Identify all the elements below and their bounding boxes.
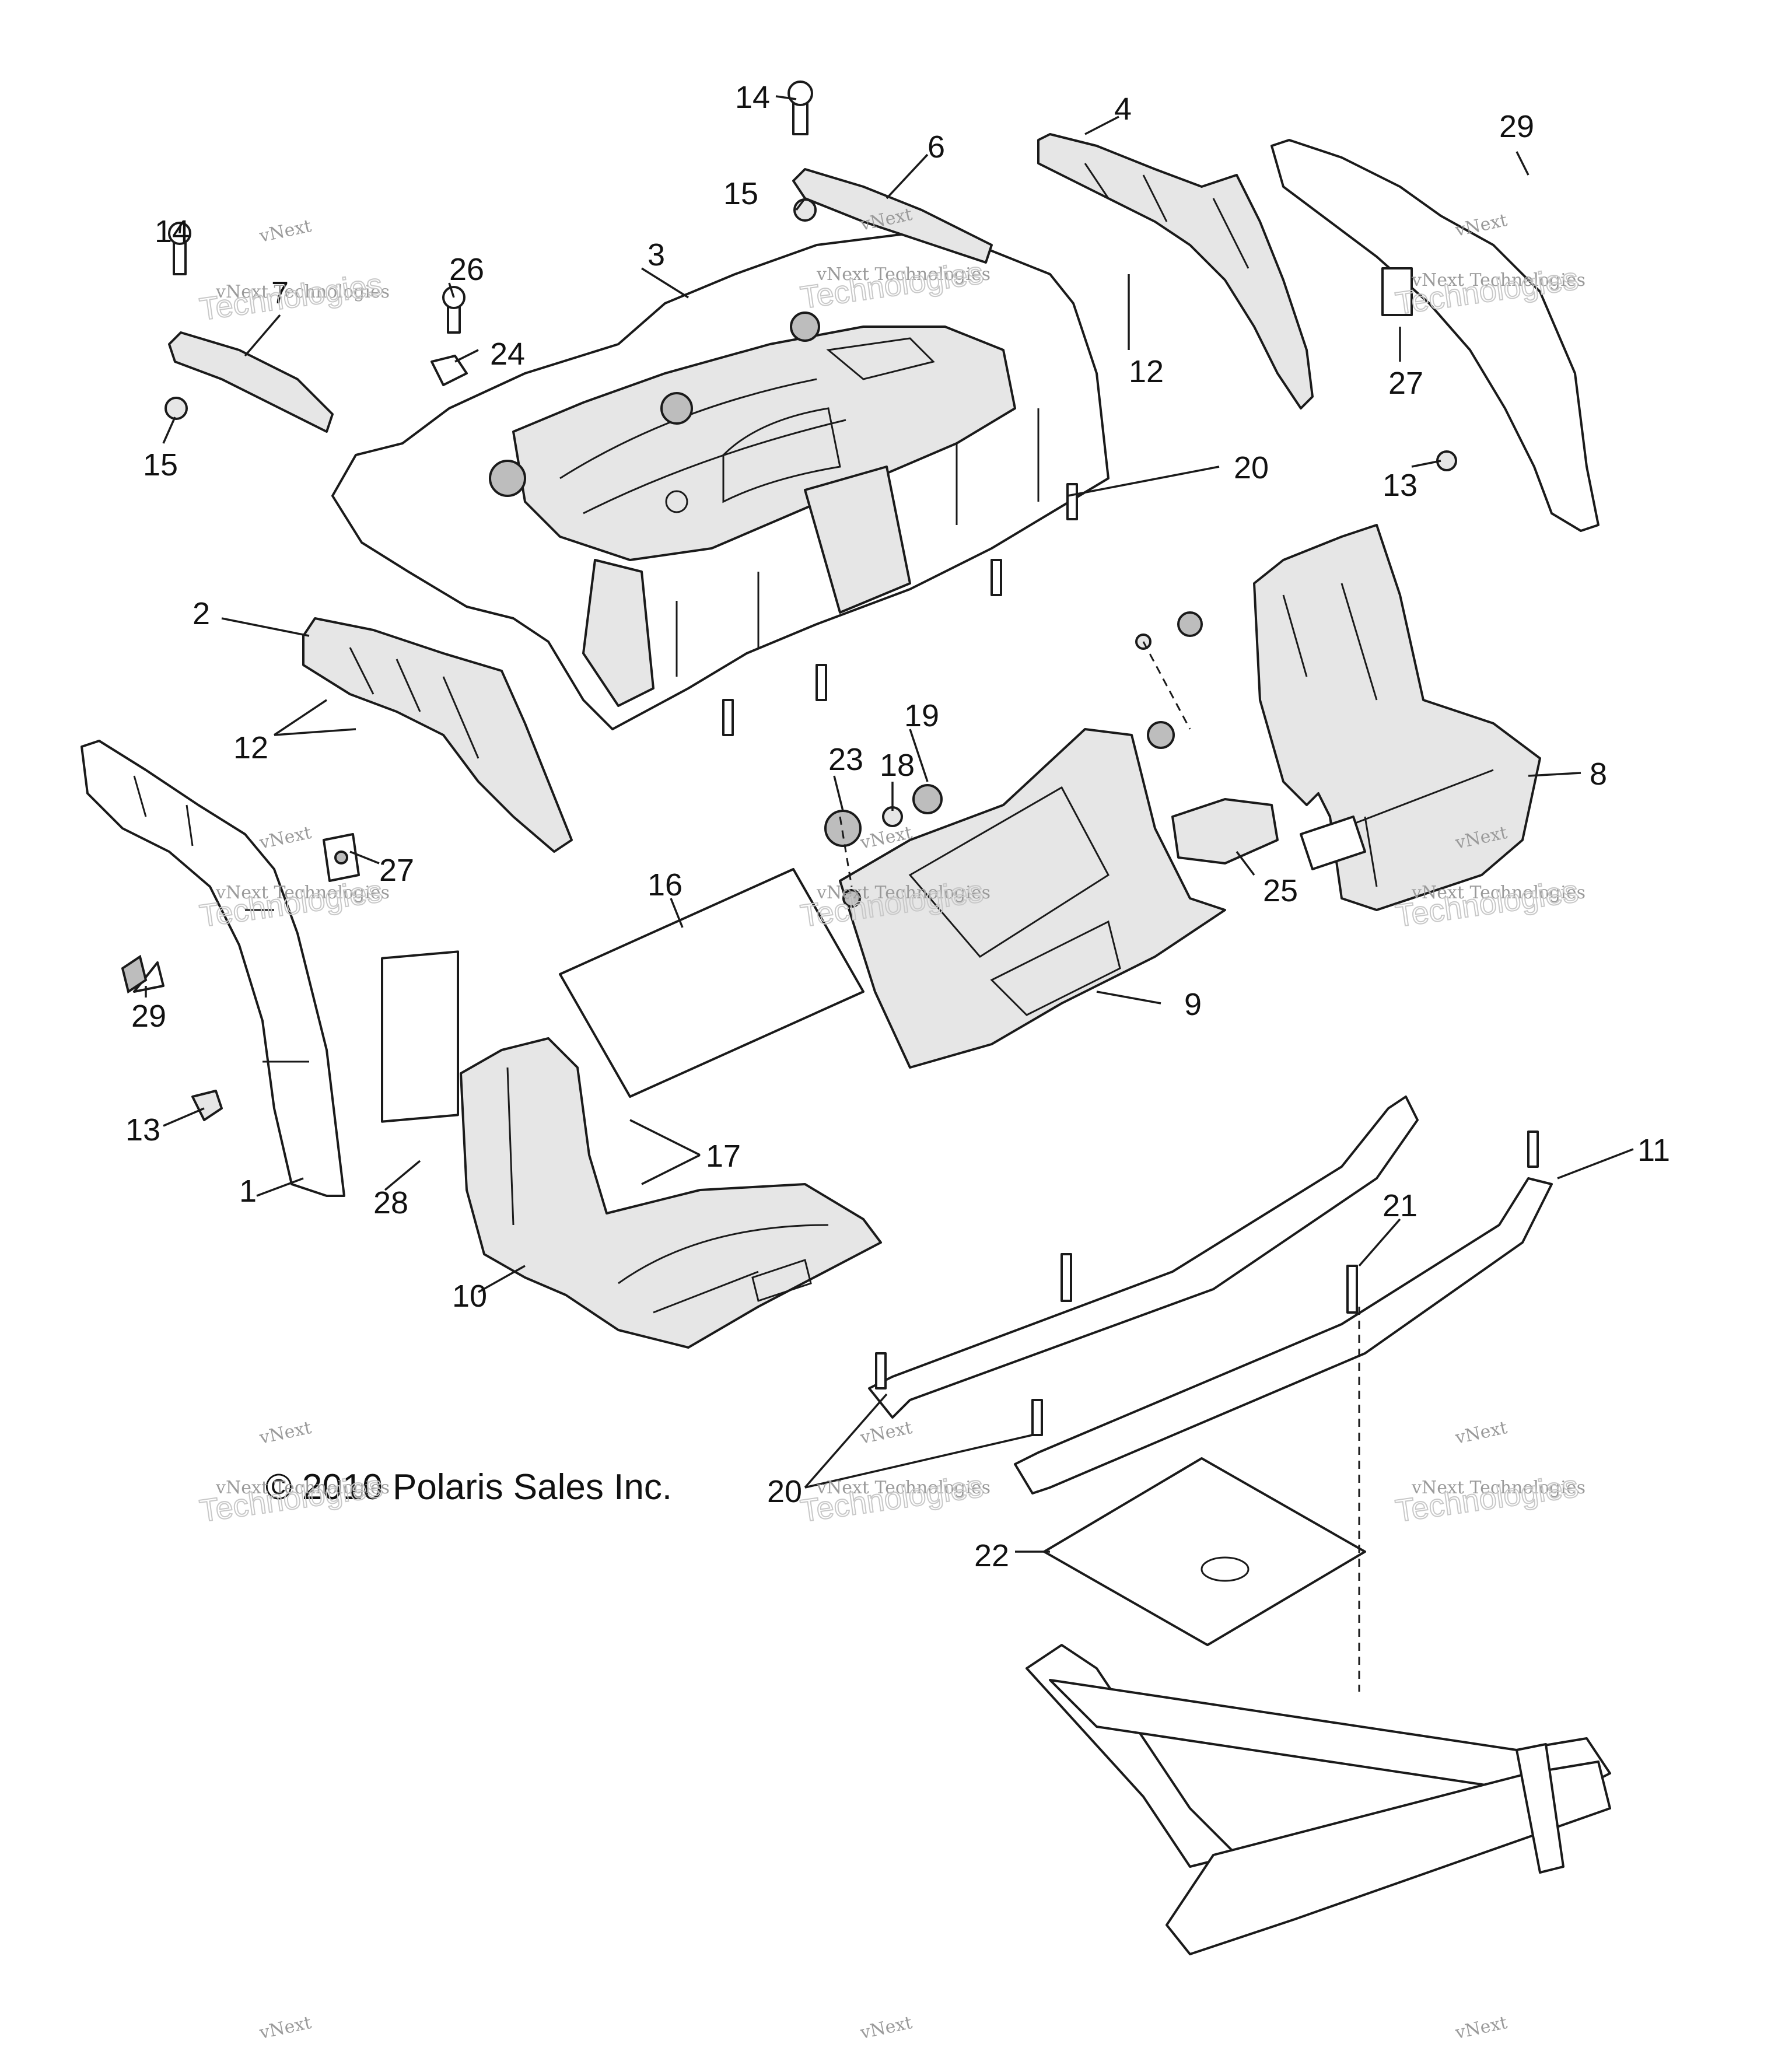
svg-text:vNext Technologies: vNext Technologies bbox=[1411, 270, 1586, 290]
callout-27: 27 bbox=[379, 853, 414, 888]
svg-text:vNext Technologies: vNext Technologies bbox=[215, 1478, 390, 1498]
callout-19: 19 bbox=[904, 698, 939, 733]
alignment-lines bbox=[839, 641, 1360, 1692]
svg-text:vNext: vNext bbox=[257, 2013, 313, 2043]
svg-text:vNext Technologies: vNext Technologies bbox=[816, 883, 991, 903]
callout-12: 12 bbox=[233, 730, 268, 765]
part-3-cargo-box bbox=[331, 232, 1110, 730]
svg-text:vNext Technologies: vNext Technologies bbox=[215, 883, 390, 903]
callout-4: 4 bbox=[1114, 92, 1132, 127]
callout-9: 9 bbox=[1184, 987, 1202, 1022]
callout-8: 8 bbox=[1590, 757, 1607, 792]
copyright-text: © 2010 Polaris Sales Inc. bbox=[265, 1467, 672, 1507]
callout-20: 20 bbox=[1234, 450, 1269, 485]
svg-text:vNext Technologies: vNext Technologies bbox=[816, 264, 991, 285]
part-22-plate-hole bbox=[1200, 1556, 1250, 1582]
svg-text:vNext: vNext bbox=[257, 1418, 313, 1448]
part-11-frame-rails bbox=[868, 1096, 1553, 1494]
callout-22: 22 bbox=[974, 1538, 1009, 1573]
part-16-panel bbox=[559, 868, 864, 1098]
callout-2: 2 bbox=[192, 596, 210, 631]
part-10-left-storage bbox=[460, 1037, 882, 1349]
part-6-rail bbox=[792, 168, 993, 264]
callout-13: 13 bbox=[1382, 468, 1418, 503]
callout-28: 28 bbox=[373, 1185, 408, 1220]
svg-text:vNext: vNext bbox=[858, 1418, 914, 1448]
left-fasteners bbox=[121, 833, 360, 1121]
svg-text:Technologies: Technologies bbox=[198, 267, 385, 327]
callout-23: 23 bbox=[828, 742, 863, 777]
callout-6: 6 bbox=[928, 130, 945, 164]
callout-25: 25 bbox=[1263, 873, 1298, 908]
callout-14: 14 bbox=[155, 214, 190, 249]
callout-11: 11 bbox=[1637, 1133, 1670, 1168]
callout-29: 29 bbox=[131, 999, 166, 1034]
svg-text:vNext: vNext bbox=[257, 822, 313, 853]
callout-27: 27 bbox=[1388, 366, 1423, 401]
callout-16: 16 bbox=[648, 867, 682, 902]
callout-29: 29 bbox=[1499, 109, 1534, 144]
svg-text:vNext Technologies: vNext Technologies bbox=[1411, 1478, 1586, 1498]
part-4-right-side-panel bbox=[1037, 133, 1314, 410]
callout-12: 12 bbox=[1129, 354, 1164, 389]
part-28-decal bbox=[381, 950, 459, 1123]
part-8-right-storage bbox=[1253, 524, 1541, 911]
callout-15: 15 bbox=[143, 447, 178, 482]
rear-frame-cross-member bbox=[1026, 1644, 1611, 1955]
fasteners bbox=[164, 80, 1539, 1436]
svg-text:vNext: vNext bbox=[257, 216, 313, 247]
part-1-left-fender-trim bbox=[80, 740, 345, 1197]
callout-7: 7 bbox=[271, 275, 289, 310]
callout-1: 1 bbox=[239, 1174, 257, 1209]
right-fender-trim bbox=[1270, 139, 1600, 532]
part-7-rail bbox=[168, 331, 334, 433]
callout-15: 15 bbox=[723, 176, 758, 211]
part-9-center-storage bbox=[839, 728, 1226, 1069]
svg-text:vNext: vNext bbox=[1453, 210, 1509, 241]
callout-10: 10 bbox=[452, 1279, 487, 1314]
callout-labels: 14 6 15 3 4 12 29 27 13 20 14 26 7 24 15… bbox=[125, 80, 1670, 1573]
svg-text:vNext: vNext bbox=[1453, 1418, 1509, 1448]
callout-20: 20 bbox=[767, 1474, 802, 1509]
svg-text:vNext Technologies: vNext Technologies bbox=[215, 282, 390, 302]
callout-26: 26 bbox=[449, 252, 484, 287]
svg-text:vNext Technologies: vNext Technologies bbox=[816, 1478, 991, 1498]
callout-17: 17 bbox=[706, 1139, 741, 1174]
part-22-plate bbox=[1043, 1457, 1366, 1646]
callout-14: 14 bbox=[735, 80, 770, 115]
callout-13: 13 bbox=[125, 1112, 160, 1147]
part-2-left-side-panel bbox=[302, 617, 573, 853]
callout-18: 18 bbox=[880, 748, 915, 783]
svg-text:vNext Technologies: vNext Technologies bbox=[1411, 883, 1586, 903]
svg-text:vNext: vNext bbox=[858, 2013, 914, 2043]
part-25-tray bbox=[1171, 798, 1279, 864]
callout-3: 3 bbox=[648, 237, 665, 272]
svg-text:vNext: vNext bbox=[1453, 2013, 1509, 2043]
callout-21: 21 bbox=[1382, 1188, 1418, 1223]
leader-lines bbox=[145, 95, 1634, 1553]
callout-24: 24 bbox=[490, 337, 525, 372]
